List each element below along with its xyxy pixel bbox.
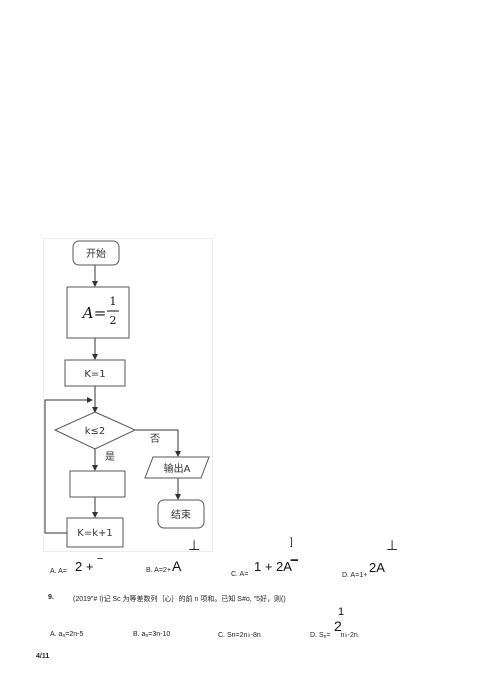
page-number: 4/11 — [36, 653, 50, 660]
init-node — [66, 286, 130, 339]
q8-option-a-expr: 2 + — [75, 559, 94, 574]
q8-option-c-tail: − — [290, 552, 299, 569]
init-denominator: 2 — [110, 314, 117, 327]
q9-option-d: D. Sn=n♭-2n — [310, 632, 358, 640]
q9-option-c: C. Sn=2n♭-8n — [218, 632, 261, 639]
q8-option-c-expr: 1 + 2A — [254, 559, 292, 574]
no-label: 否 — [150, 433, 160, 445]
start-node — [72, 240, 120, 266]
end-node — [157, 499, 205, 529]
init-var: A — [81, 304, 94, 322]
k-init-node — [64, 359, 126, 387]
q9-option-a: A. an=2n-5 — [50, 631, 84, 639]
perpendicular-mark: ⊥ — [386, 537, 399, 553]
k-init-label: K=1 — [84, 369, 105, 380]
q8-option-c-label: C. A= — [231, 571, 249, 578]
q8-option-d-big: 2A — [369, 560, 385, 575]
condition-label: k≤2 — [85, 426, 106, 437]
q9-option-b: B. an=3n-10 — [133, 631, 171, 639]
question-number: 9. — [48, 594, 54, 601]
question-text: (2019"# I)记 Sc 为等差数列｛心｝的前 n 项和。已知 S#o, "… — [73, 596, 286, 603]
start-label: 开始 — [86, 247, 106, 260]
flowchart: 开始 A = 1 2 K=1 k≤2 是 否 输出A 结束 K=k+1 — [44, 240, 210, 548]
end-label: 结束 — [171, 508, 191, 521]
flow-loop-arrow — [44, 397, 93, 534]
condition-node — [53, 411, 137, 450]
increment-node — [66, 517, 124, 548]
increment-label: K=k+1 — [77, 528, 112, 539]
empty-process-node — [69, 470, 126, 498]
bracket-mark: ] — [290, 537, 293, 548]
output-label: 输出A — [164, 462, 191, 475]
q8-option-b-big: A — [172, 558, 182, 574]
fraction-top: 1 — [338, 606, 345, 618]
q8-option-a-label: A. A= — [50, 568, 67, 575]
yes-label: 是 — [105, 451, 115, 463]
init-equals: = — [94, 304, 107, 322]
flowchart-frame — [43, 238, 213, 552]
perpendicular-mark: ⊥ — [188, 537, 201, 553]
init-numerator: 1 — [110, 295, 117, 308]
flow-arrow-no — [135, 429, 181, 457]
q8-option-d-label: D. A=1+ — [342, 572, 368, 579]
fraction-bottom: 2 — [334, 618, 342, 634]
output-node — [144, 456, 210, 479]
q8-option-b-label: B. A=2+ — [146, 567, 171, 574]
q8-option-a-tail: − — [97, 553, 104, 565]
